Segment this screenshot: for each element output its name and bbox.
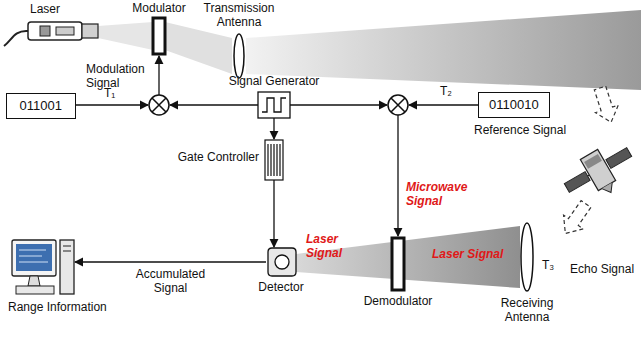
- detector: [268, 248, 296, 276]
- part-label: Modulator: [132, 1, 185, 15]
- detector: Detector: [266, 248, 296, 276]
- dashed-arrow: [556, 197, 596, 240]
- fiber-cable: [4, 31, 28, 46]
- delay-symbol: T₁: [104, 86, 115, 100]
- transmission-lens: [234, 34, 244, 78]
- monitor-stand: [28, 276, 40, 286]
- laser-beam: [98, 22, 153, 50]
- part-label: Range Information: [8, 300, 107, 314]
- receiving-antenna: Receiving Antenna: [520, 222, 534, 292]
- laser-body: [28, 22, 82, 40]
- gate-stripe: [270, 144, 271, 176]
- code-box: 0110010: [478, 92, 550, 118]
- gate-controller: [265, 140, 283, 180]
- part-label: Gate Controller: [178, 150, 259, 164]
- gate-stripe: [279, 144, 280, 176]
- monitor: [12, 240, 56, 276]
- demodulator: [392, 238, 404, 290]
- gate-stripe: [273, 144, 274, 176]
- mixer: [388, 95, 408, 115]
- laser-beam: [165, 22, 232, 74]
- signal-name: Laser Signal: [306, 232, 354, 260]
- signal-connector: [273, 180, 274, 247]
- delay-symbol: T₂: [440, 84, 452, 98]
- detector-window: [275, 255, 289, 269]
- code-box: 011001: [6, 93, 76, 119]
- box-text: 011001: [20, 99, 62, 113]
- laser-detail: [40, 26, 50, 36]
- part-label: Detector: [258, 280, 303, 294]
- wire: [170, 104, 258, 105]
- laser-detail: [56, 27, 74, 35]
- signal-connector: [273, 118, 274, 139]
- part-label: Transmission Antenna: [198, 1, 280, 29]
- delay-symbol: T₃: [542, 258, 554, 272]
- part-label: Receiving Antenna: [495, 296, 559, 324]
- laser-head: [82, 24, 98, 38]
- part-label: Demodulator: [364, 294, 433, 308]
- part-label: Signal Generator: [229, 74, 320, 88]
- wire: [397, 115, 398, 236]
- keyboard: [16, 286, 54, 294]
- mixer: [149, 95, 169, 115]
- tower-details: [63, 246, 71, 251]
- signal-name: Laser Signal: [432, 247, 503, 261]
- modulator: [153, 18, 165, 54]
- wire: [290, 104, 387, 105]
- square-wave: [262, 98, 286, 112]
- demodulator: Demodulator: [392, 238, 404, 290]
- signal-generator: [258, 92, 290, 118]
- signal-name: Modulation Signal: [86, 62, 152, 90]
- gate-controller: Gate Controller: [265, 140, 283, 180]
- screen: [16, 244, 52, 271]
- part-label: Laser: [30, 2, 60, 16]
- gate-stripe: [267, 144, 268, 176]
- signal-name: Echo Signal: [570, 262, 634, 276]
- gate-stripe: [276, 144, 277, 176]
- screen-lines: [19, 250, 48, 262]
- dashed-arrow: [589, 84, 623, 126]
- transmission-antenna: Transmission Antenna: [232, 34, 246, 78]
- laser: Laser: [28, 20, 98, 42]
- connector-label: Accumulated Signal: [129, 267, 213, 295]
- receiving-lens: [521, 223, 533, 291]
- wire: [76, 104, 148, 105]
- wire: [409, 104, 478, 105]
- received-beam: [296, 226, 520, 288]
- signal-name: Microwave Signal: [406, 180, 478, 208]
- satellite: [558, 136, 641, 210]
- signal-generator: Signal Generator: [258, 92, 290, 118]
- tower: [60, 240, 74, 294]
- gate-stripes: [268, 144, 280, 176]
- signal-name: Reference Signal: [474, 123, 566, 137]
- wire: [158, 56, 159, 95]
- signal-connector: [75, 261, 266, 262]
- modulator: Modulator: [153, 18, 165, 54]
- computer: Range Information: [12, 238, 74, 296]
- box-text: 0110010: [489, 98, 539, 112]
